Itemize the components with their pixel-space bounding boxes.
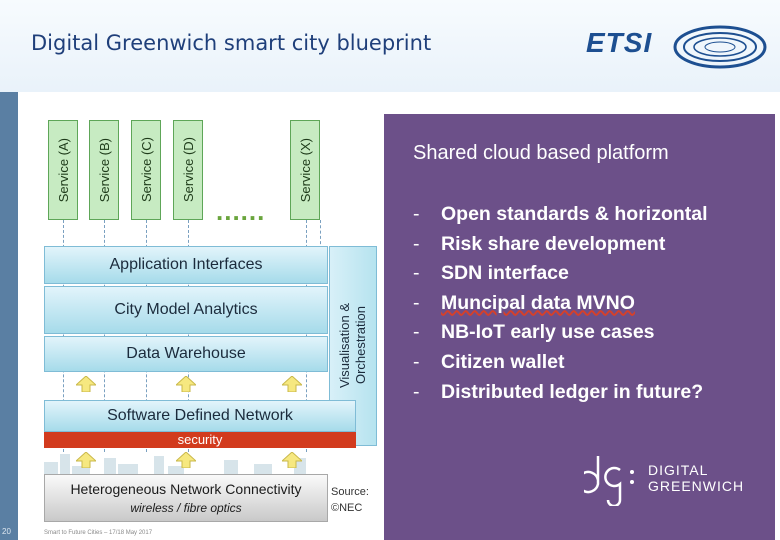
etsi-globe-icon bbox=[673, 25, 767, 69]
software-defined-network-layer: Software Defined Network bbox=[44, 400, 356, 432]
up-arrow-icon bbox=[176, 376, 196, 392]
slide-title: Digital Greenwich smart city blueprint bbox=[31, 31, 432, 55]
connector-line bbox=[320, 220, 321, 260]
platform-panel: Shared cloud based platform -Open standa… bbox=[384, 114, 775, 540]
list-item: -Muncipal data MVNO bbox=[413, 291, 635, 314]
list-item: -NB-IoT early use cases bbox=[413, 321, 655, 344]
service-b: Service (B) bbox=[89, 120, 119, 220]
data-warehouse-layer: Data Warehouse bbox=[44, 336, 328, 372]
etsi-logo: ETSI bbox=[580, 22, 770, 72]
services-ellipsis: ...... bbox=[216, 196, 266, 226]
up-arrow-icon bbox=[76, 452, 96, 468]
up-arrow-icon bbox=[282, 452, 302, 468]
heterogeneous-network-sublabel: wireless / fibre optics bbox=[130, 501, 242, 515]
service-d: Service (D) bbox=[173, 120, 203, 220]
slide-footer: Smart to Future Cities – 17/18 May 2017 bbox=[44, 530, 153, 536]
list-item: -Citizen wallet bbox=[413, 350, 565, 373]
feature-list: -Open standards & horizontal -Risk share… bbox=[413, 200, 708, 407]
service-c: Service (C) bbox=[131, 120, 161, 220]
brand-line2: GREENWICH bbox=[648, 478, 745, 494]
panel-title: Shared cloud based platform bbox=[413, 142, 669, 164]
digital-greenwich-logo: DIGITAL GREENWICH bbox=[584, 450, 764, 510]
orchestration-label: Orchestration bbox=[353, 306, 368, 386]
list-item: -Open standards & horizontal bbox=[413, 203, 708, 225]
list-item: -Distributed ledger in future? bbox=[413, 380, 704, 403]
architecture-diagram: Service (A) Service (B) Service (C) Serv… bbox=[20, 112, 380, 532]
heterogeneous-network-label: Heterogeneous Network Connectivity bbox=[70, 481, 302, 497]
visualisation-label: Visualisation & bbox=[337, 303, 352, 389]
dg-logo-icon bbox=[584, 456, 634, 506]
service-x: Service (X) bbox=[290, 120, 320, 220]
source-credit: Source: ©NEC bbox=[331, 486, 369, 514]
service-a: Service (A) bbox=[48, 120, 78, 220]
up-arrow-icon bbox=[176, 452, 196, 468]
etsi-logo-text: ETSI bbox=[586, 27, 653, 58]
slide-side-strip bbox=[0, 92, 18, 540]
security-layer: security bbox=[44, 432, 356, 448]
up-arrow-icon bbox=[282, 376, 302, 392]
city-model-analytics-layer: City Model Analytics bbox=[44, 286, 328, 334]
list-item: -Risk share development bbox=[413, 232, 666, 255]
page-number: 20 bbox=[2, 527, 11, 536]
up-arrow-icon bbox=[76, 376, 96, 392]
heterogeneous-network-layer: Heterogeneous Network Connectivity wirel… bbox=[44, 474, 328, 522]
list-item: -SDN interface bbox=[413, 262, 569, 285]
application-interfaces-layer: Application Interfaces bbox=[44, 246, 328, 284]
brand-line1: DIGITAL bbox=[648, 462, 709, 478]
slide-header: Digital Greenwich smart city blueprint E… bbox=[0, 0, 780, 92]
